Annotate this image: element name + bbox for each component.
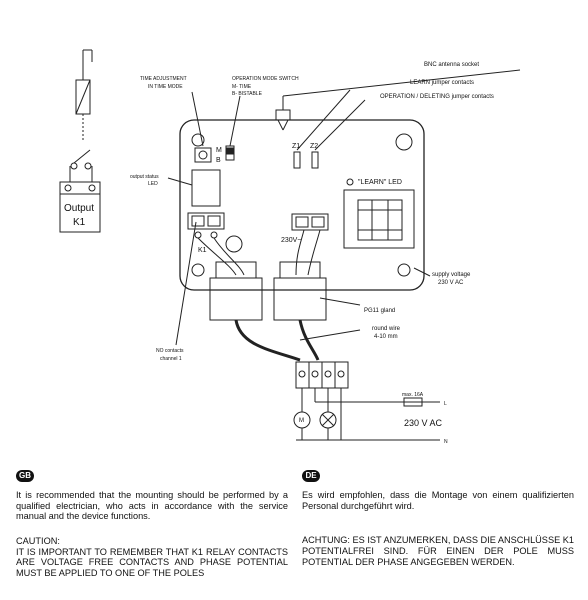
ac-label: 230 V AC — [404, 418, 443, 428]
output-status-label: output status — [130, 174, 159, 180]
v230-label: 230V~ — [281, 237, 301, 244]
bnc-label: BNC antenna socket — [424, 62, 479, 68]
output-label: Output — [64, 203, 94, 214]
output-k1-label: K1 — [73, 217, 86, 228]
time-adjust-label: TIME ADJUSTMENT — [140, 76, 187, 82]
output-relay-schematic — [59, 49, 101, 233]
de-paragraph: Es wird empfohlen, dass die Montage von … — [302, 490, 574, 511]
switch-b-label: B — [216, 157, 221, 164]
jumper-z1[interactable] — [293, 151, 301, 169]
gb-caution-title: CAUTION: — [16, 536, 60, 547]
round-wire-label: round wire — [372, 326, 401, 332]
fuse-symbol — [403, 397, 423, 407]
supply-label-2: 230 V AC — [438, 280, 464, 286]
op-mode-label-2: M- TIME — [232, 84, 252, 90]
op-deleting-label: OPERATION / DELETING jumper contacts — [380, 94, 494, 100]
wiring-diagram: TIME ADJUSTMENT IN TIME MODE OPERATION M… — [59, 49, 521, 445]
learn-led — [346, 178, 354, 186]
de-caution-text: ACHTUNG: ES IST ANZUMERKEN, DASS DIE ANS… — [302, 535, 574, 567]
terminal-block — [295, 361, 349, 389]
learn-jumper-label: LEARN jumper contacts — [410, 80, 474, 86]
l-label: L — [444, 401, 447, 407]
time-adjust-label-2: IN TIME MODE — [148, 84, 183, 90]
lamp-symbol — [319, 411, 337, 429]
round-wire-label-2: 4-10 mm — [374, 334, 398, 340]
de-flag-icon: DE — [302, 470, 320, 483]
op-mode-label: OPERATION MODE SWITCH — [232, 76, 299, 82]
n-label: N — [444, 439, 448, 445]
learn-led-label: "LEARN" LED — [358, 179, 402, 186]
k1-board-label: K1 — [198, 247, 207, 254]
de-section: DE Es wird empfohlen, dass die Montage v… — [302, 470, 574, 567]
motor-symbol — [293, 411, 311, 429]
z2-label: Z2 — [310, 143, 318, 150]
gb-flag-icon: GB — [16, 470, 34, 483]
no-contacts-label: NO contacts — [156, 348, 184, 354]
output-status-led — [191, 169, 221, 207]
device-enclosure — [179, 119, 425, 291]
time-adjust-knob[interactable] — [194, 147, 212, 163]
jumper-z2[interactable] — [311, 151, 319, 169]
fuse-label: max. 16A — [402, 392, 424, 398]
pg11-label: PG11 gland — [364, 308, 395, 314]
output-status-label-2: LED — [148, 181, 158, 187]
switch-m-label: M — [216, 147, 222, 154]
motor-label: M — [299, 418, 304, 424]
gb-paragraph: It is recommended that the mounting shou… — [16, 490, 288, 522]
no-contacts-label-2: channel 1 — [160, 356, 182, 362]
z1-label: Z1 — [292, 143, 300, 150]
gb-section: GB It is recommended that the mounting s… — [16, 470, 288, 578]
supply-label: supply voltage — [432, 272, 471, 278]
gb-caution-text: IT IS IMPORTANT TO REMEMBER THAT K1 RELA… — [16, 546, 288, 578]
op-mode-label-3: B- BISTABLE — [232, 91, 263, 97]
bnc-socket — [275, 96, 291, 131]
transformer — [343, 189, 415, 249]
